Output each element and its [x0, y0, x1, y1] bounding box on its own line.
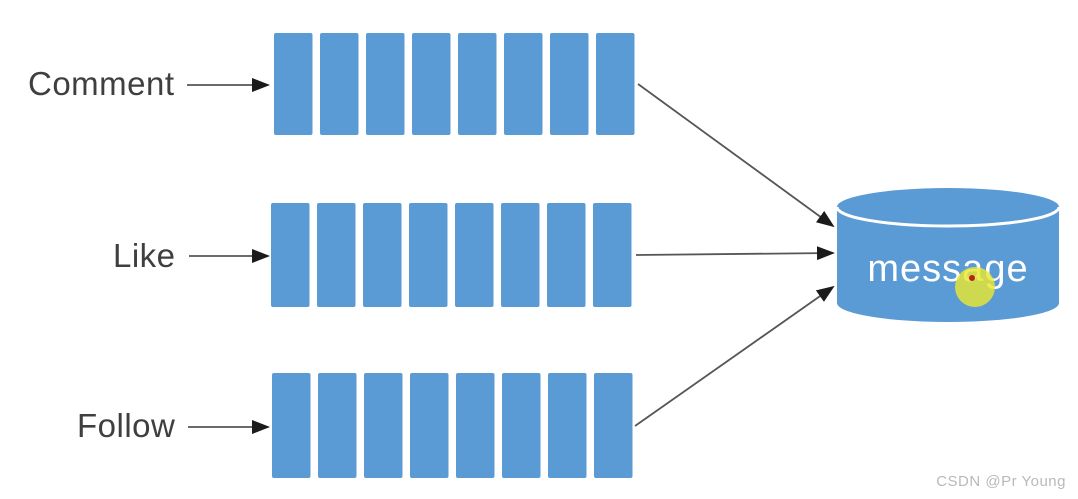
queue-block — [594, 373, 633, 478]
laser-pointer-highlight — [955, 267, 995, 307]
watermark: CSDN @Pr Young — [936, 473, 1066, 490]
cylinder-body — [837, 207, 1059, 322]
fanin-arrow-comment — [637, 83, 835, 228]
cylinder-top-cap — [837, 188, 1059, 226]
queue-follow — [272, 373, 633, 478]
queue-block — [317, 203, 356, 307]
queue-block — [455, 203, 494, 307]
comment-queue-label: Comment — [28, 65, 175, 102]
message-database-cylinder — [835, 188, 1061, 322]
queue-block — [412, 33, 451, 135]
queue-block — [547, 203, 586, 307]
fanin-arrow-like — [635, 246, 835, 261]
queue-block — [550, 33, 589, 135]
queue-block — [318, 373, 357, 478]
queue-block — [458, 33, 497, 135]
queue-block — [410, 373, 449, 478]
queue-block — [548, 373, 587, 478]
fanin-arrow-follow — [634, 285, 835, 427]
queue-block — [363, 203, 402, 307]
queue-comment — [274, 33, 635, 135]
queue-block — [274, 33, 313, 135]
queue-block — [501, 203, 540, 307]
cylinder-divider — [835, 206, 1061, 228]
queue-block — [271, 203, 310, 307]
queue-block — [593, 203, 632, 307]
queue-block — [272, 373, 311, 478]
queue-block — [364, 373, 403, 478]
queue-block — [409, 203, 448, 307]
laser-pointer-dot — [969, 275, 975, 281]
queue-block — [596, 33, 635, 135]
queue-block — [456, 373, 495, 478]
like-queue-label: Like — [113, 237, 176, 274]
queue-block — [502, 373, 541, 478]
queue-block — [366, 33, 405, 135]
queue-block — [320, 33, 359, 135]
queue-like — [271, 203, 632, 307]
queue-block — [504, 33, 543, 135]
message-database-label: message — [867, 248, 1029, 290]
follow-queue-label: Follow — [77, 407, 176, 444]
